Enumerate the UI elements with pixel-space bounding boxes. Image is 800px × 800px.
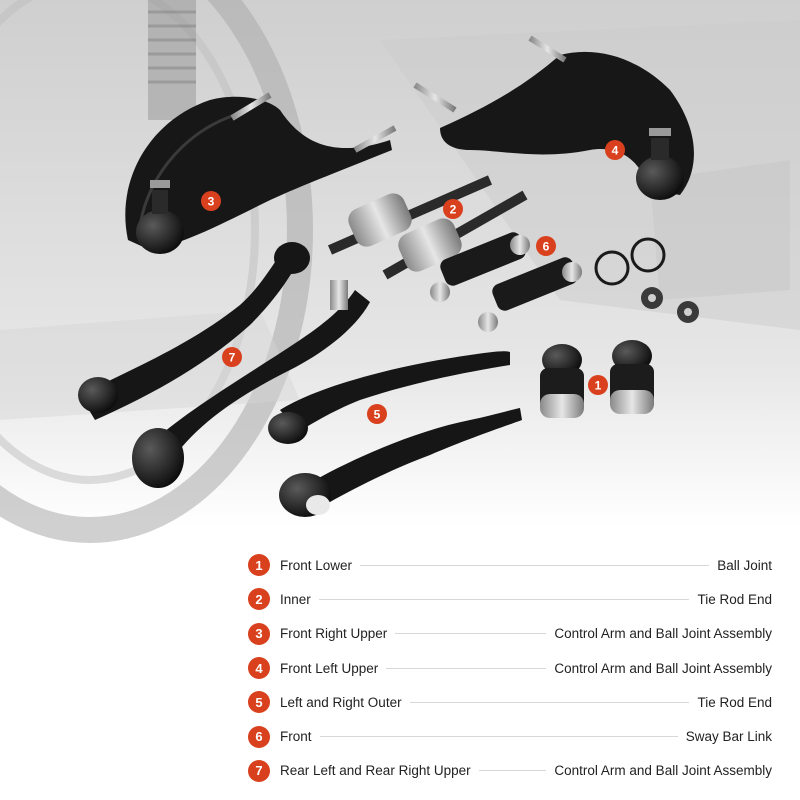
leader-line — [409, 701, 690, 703]
legend-position-label: Inner — [280, 591, 311, 607]
legend-position-label: Front — [280, 729, 312, 745]
part-badge-1: 1 — [588, 375, 608, 395]
legend-position-label: Rear Left and Rear Right Upper — [280, 763, 471, 779]
legend-part-label: Control Arm and Ball Joint Assembly — [554, 660, 772, 676]
part-badge-5: 5 — [367, 404, 387, 424]
rear-upper-control-arms — [78, 242, 370, 488]
part-badge-2: 2 — [443, 199, 463, 219]
legend-number-badge: 7 — [248, 759, 270, 782]
retaining-clips — [594, 237, 699, 323]
parts-legend: 1 Front Lower Ball Joint 2 Inner Tie Rod… — [248, 548, 772, 788]
legend-position-label: Left and Right Outer — [280, 694, 402, 710]
sway-bar-links — [430, 232, 582, 332]
legend-row: 4 Front Left Upper Control Arm and Ball … — [248, 651, 772, 685]
leader-line — [478, 770, 547, 772]
legend-part-label: Sway Bar Link — [685, 729, 772, 745]
badge-text: 4 — [612, 144, 619, 158]
legend-part-label: Tie Rod End — [697, 694, 772, 710]
legend-number-badge: 4 — [248, 657, 270, 680]
part-badge-7: 7 — [222, 347, 242, 367]
legend-row: 6 Front Sway Bar Link — [248, 719, 772, 753]
legend-row: 5 Left and Right Outer Tie Rod End — [248, 685, 772, 719]
legend-number-badge: 3 — [248, 622, 270, 645]
leader-line — [386, 667, 547, 669]
leader-line — [395, 633, 547, 635]
legend-position-label: Front Right Upper — [280, 626, 388, 642]
badge-text: 1 — [595, 379, 602, 393]
legend-part-label: Tie Rod End — [697, 591, 772, 607]
badge-text: 2 — [450, 203, 457, 217]
legend-row: 1 Front Lower Ball Joint — [248, 548, 772, 582]
part-badge-4: 4 — [605, 140, 625, 160]
legend-number-badge: 2 — [248, 588, 270, 611]
legend-part-label: Control Arm and Ball Joint Assembly — [554, 626, 772, 642]
badge-text: 6 — [543, 240, 550, 254]
inner-tie-rod-ends — [327, 175, 528, 280]
badge-text: 7 — [229, 351, 236, 365]
legend-row: 3 Front Right Upper Control Arm and Ball… — [248, 617, 772, 651]
legend-row: 2 Inner Tie Rod End — [248, 582, 772, 616]
front-lower-ball-joints — [540, 318, 654, 418]
legend-row: 7 Rear Left and Rear Right Upper Control… — [248, 754, 772, 788]
part-badge-6: 6 — [536, 236, 556, 256]
leader-line — [319, 736, 678, 738]
outer-tie-rod-ends — [268, 351, 522, 517]
legend-part-label: Ball Joint — [717, 557, 772, 573]
part-badge-3: 3 — [201, 191, 221, 211]
legend-position-label: Front Lower — [280, 557, 353, 573]
legend-number-badge: 5 — [248, 691, 270, 714]
leader-line — [318, 598, 690, 600]
badge-text: 3 — [208, 195, 215, 209]
legend-position-label: Front Left Upper — [280, 660, 379, 676]
legend-number-badge: 1 — [248, 554, 270, 577]
legend-part-label: Control Arm and Ball Joint Assembly — [554, 763, 772, 779]
badge-text: 5 — [374, 408, 381, 422]
legend-number-badge: 6 — [248, 725, 270, 748]
front-left-upper-control-arm — [413, 35, 694, 200]
leader-line — [360, 564, 710, 566]
front-right-upper-control-arm — [125, 92, 397, 254]
